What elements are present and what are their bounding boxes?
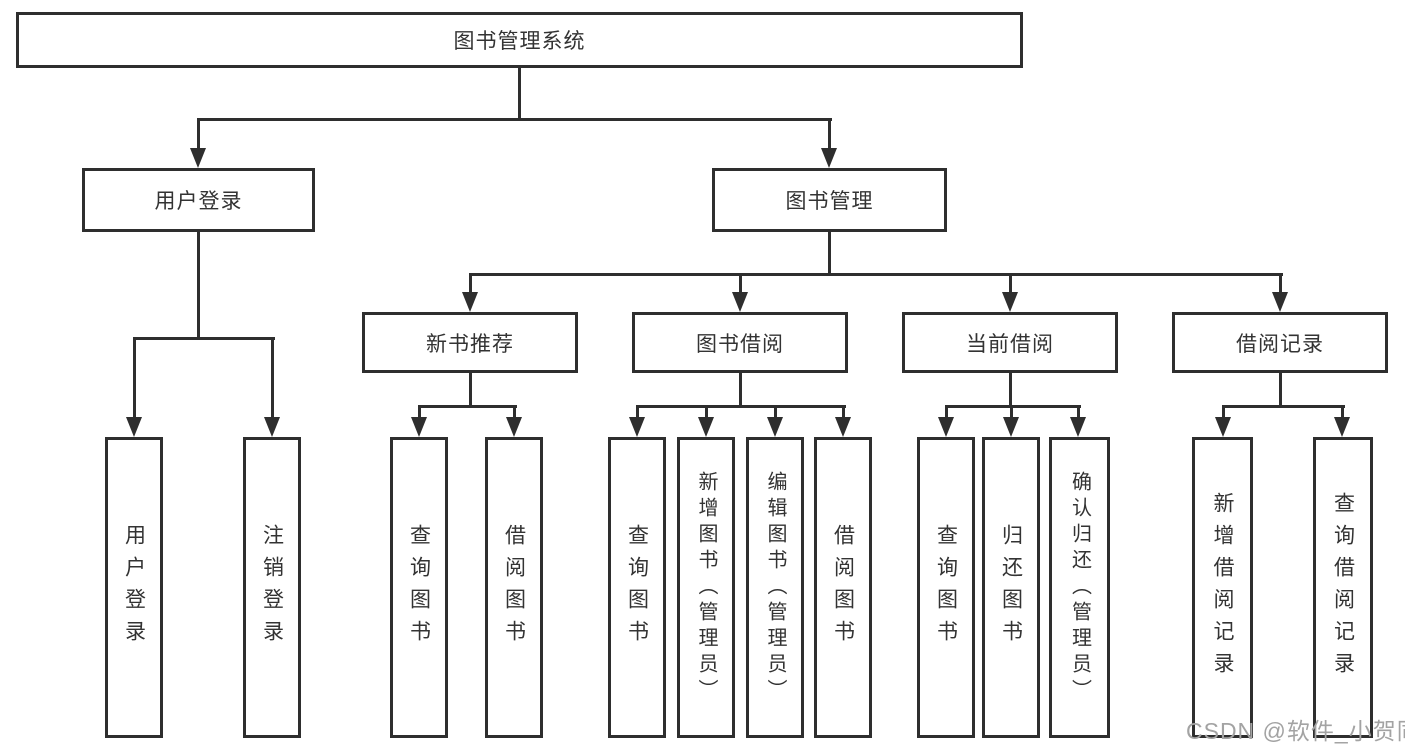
leaf-borrow-book-newrec: 借阅图书	[485, 437, 543, 738]
arrowhead-down-icon	[462, 292, 478, 312]
leaf-borrow-book-borrow-label: 借阅图书	[831, 523, 855, 652]
connector-drop-leaf	[1077, 405, 1080, 419]
node-borrow-record-label: 借阅记录	[1236, 332, 1324, 356]
leaf-confirm-return-admin-label: 确认归还（管理员）	[1068, 470, 1091, 705]
connector-drop-leaf	[705, 405, 708, 419]
connector-borrow-rail	[636, 405, 846, 408]
node-root: 图书管理系统	[16, 12, 1023, 68]
node-book-borrow-label: 图书借阅	[696, 332, 784, 356]
connector-record-stem	[1279, 373, 1282, 408]
leaf-return-book: 归还图书	[982, 437, 1040, 738]
connector-bookmgmt-stem	[828, 232, 831, 276]
leaf-edit-book-admin-label: 编辑图书（管理员）	[764, 470, 786, 705]
node-borrow-record: 借阅记录	[1172, 312, 1388, 373]
arrowhead-down-icon	[629, 417, 645, 437]
connector-drop-leaf	[271, 337, 274, 421]
leaf-query-book-current: 查询图书	[917, 437, 975, 738]
leaf-add-book-admin: 新增图书（管理员）	[677, 437, 735, 738]
leaf-add-borrow-record-label: 新增借阅记录	[1211, 491, 1234, 684]
leaf-borrow-book-borrow: 借阅图书	[814, 437, 872, 738]
node-book-mgmt: 图书管理	[712, 168, 947, 232]
connector-drop-level3	[739, 273, 742, 296]
connector-drop-level3	[1279, 273, 1282, 296]
leaf-query-book-newrec: 查询图书	[390, 437, 448, 738]
arrowhead-down-icon	[1070, 417, 1086, 437]
arrowhead-down-icon	[821, 148, 837, 168]
connector-borrow-stem	[739, 373, 742, 408]
connector-newbook-stem	[469, 373, 472, 408]
arrowhead-down-icon	[1003, 417, 1019, 437]
leaf-borrow-book-newrec-label: 借阅图书	[502, 523, 526, 652]
arrowhead-down-icon	[1002, 292, 1018, 312]
leaf-query-book-current-label: 查询图书	[934, 523, 958, 652]
connector-root-rail	[197, 118, 832, 121]
connector-bookmgmt-rail	[469, 273, 1283, 276]
arrowhead-down-icon	[1215, 417, 1231, 437]
connector-drop-leaf	[842, 405, 845, 419]
csdn-watermark: CSDN @软件_小贺同学	[1186, 718, 1405, 744]
connector-drop-leaf	[1341, 405, 1344, 419]
node-root-label: 图书管理系统	[453, 30, 586, 53]
connector-drop-book-mgmt	[828, 118, 831, 154]
leaf-query-book-borrow-label: 查询图书	[625, 523, 649, 652]
arrowhead-down-icon	[190, 148, 206, 168]
leaf-logout-label: 注销登录	[260, 523, 284, 652]
connector-drop-leaf	[774, 405, 777, 419]
node-current-borrow-label: 当前借阅	[966, 332, 1054, 356]
connector-drop-leaf	[513, 405, 516, 419]
connector-current-rail	[945, 405, 1081, 408]
connector-drop-leaf	[133, 337, 136, 421]
node-new-book-rec: 新书推荐	[362, 312, 578, 373]
leaf-logout: 注销登录	[243, 437, 301, 738]
node-user-login-label: 用户登录	[154, 190, 243, 213]
node-user-login: 用户登录	[82, 168, 315, 232]
node-book-mgmt-label: 图书管理	[785, 190, 874, 213]
arrowhead-down-icon	[1334, 417, 1350, 437]
connector-drop-level3	[1009, 273, 1012, 296]
node-book-borrow: 图书借阅	[632, 312, 848, 373]
leaf-query-book-newrec-label: 查询图书	[407, 523, 431, 652]
connector-drop-leaf	[1010, 405, 1013, 419]
arrowhead-down-icon	[938, 417, 954, 437]
leaf-user-login: 用户登录	[105, 437, 163, 738]
connector-drop-leaf	[1222, 405, 1225, 419]
connector-drop-leaf	[945, 405, 948, 419]
leaf-return-book-label: 归还图书	[999, 523, 1023, 652]
arrowhead-down-icon	[767, 417, 783, 437]
connector-newbook-rail	[418, 405, 517, 408]
connector-drop-level3	[469, 273, 472, 296]
connector-drop-leaf	[418, 405, 421, 419]
arrowhead-down-icon	[264, 417, 280, 437]
leaf-confirm-return-admin: 确认归还（管理员）	[1049, 437, 1110, 738]
node-new-book-rec-label: 新书推荐	[426, 332, 514, 356]
leaf-query-borrow-record: 查询借阅记录	[1313, 437, 1373, 738]
connector-userlogin-stem	[197, 232, 200, 340]
arrowhead-down-icon	[411, 417, 427, 437]
leaf-add-borrow-record: 新增借阅记录	[1192, 437, 1253, 738]
leaf-edit-book-admin: 编辑图书（管理员）	[746, 437, 804, 738]
arrowhead-down-icon	[698, 417, 714, 437]
connector-current-stem	[1009, 373, 1012, 408]
leaf-query-borrow-record-label: 查询借阅记录	[1331, 491, 1355, 684]
connector-drop-leaf	[636, 405, 639, 419]
connector-drop-user-login	[197, 118, 200, 154]
leaf-query-book-borrow: 查询图书	[608, 437, 666, 738]
arrowhead-down-icon	[1272, 292, 1288, 312]
connector-record-rail	[1222, 405, 1345, 408]
connector-userlogin-rail	[133, 337, 275, 340]
arrowhead-down-icon	[835, 417, 851, 437]
leaf-user-login-label: 用户登录	[122, 523, 146, 652]
node-current-borrow: 当前借阅	[902, 312, 1118, 373]
arrowhead-down-icon	[732, 292, 748, 312]
arrowhead-down-icon	[506, 417, 522, 437]
leaf-add-book-admin-label: 新增图书（管理员）	[695, 470, 717, 705]
arrowhead-down-icon	[126, 417, 142, 437]
connector-root-stem	[518, 68, 521, 118]
